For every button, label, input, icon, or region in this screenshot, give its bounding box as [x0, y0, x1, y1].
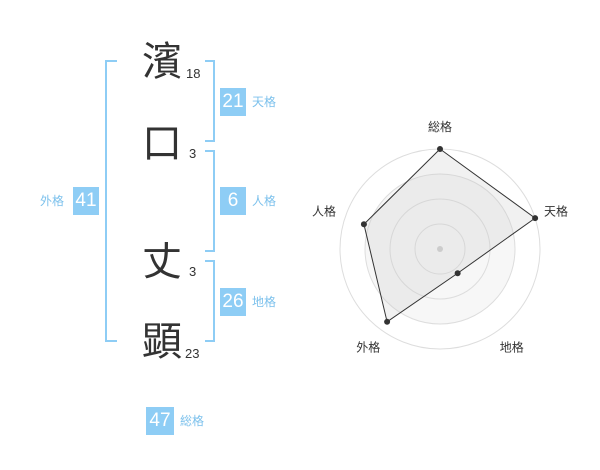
soukaku-value: 47 — [146, 407, 174, 435]
jinkaku-bracket — [205, 150, 215, 252]
radar-series-polygon — [363, 148, 536, 323]
radar-point-5 — [360, 221, 367, 228]
radar-axis-label-5: 人格 — [312, 203, 336, 218]
stroke-count-3: 3 — [189, 264, 197, 279]
chikaku-bracket — [205, 260, 215, 342]
radar-axis-label-4: 外格 — [356, 340, 380, 355]
radar-axis-label-3: 地格 — [500, 340, 524, 355]
stroke-count-2: 3 — [189, 146, 197, 161]
radar-axis-label-2: 天格 — [544, 203, 568, 218]
name-char-4: 顕 — [142, 319, 182, 365]
radar-point-3 — [454, 270, 461, 277]
gaikaku-value: 41 — [73, 187, 99, 215]
chikaku-value: 26 — [220, 288, 246, 316]
stroke-count-4: 23 — [185, 346, 200, 361]
name-char-3: 丈 — [142, 239, 182, 285]
radar-point-4 — [384, 318, 391, 325]
radar-axis-label-1: 総格 — [428, 119, 452, 134]
chikaku-label: 地格 — [252, 295, 277, 309]
jinkaku-value: 6 — [220, 187, 246, 215]
tenkaku-value: 21 — [220, 88, 246, 116]
tenkaku-bracket — [205, 60, 215, 142]
stroke-count-1: 18 — [186, 66, 201, 81]
radar-point-2 — [532, 215, 539, 222]
radar-center-dot — [437, 246, 443, 252]
name-char-1: 濱 — [142, 39, 182, 85]
soukaku-label: 総格 — [180, 414, 205, 428]
name-char-2: 口 — [142, 121, 182, 167]
tenkaku-label: 天格 — [252, 95, 277, 109]
gaikaku-bracket — [105, 60, 117, 342]
gaikaku-label: 外格 — [40, 194, 65, 208]
radar-point-1 — [437, 146, 443, 152]
jinkaku-label: 人格 — [252, 194, 277, 208]
